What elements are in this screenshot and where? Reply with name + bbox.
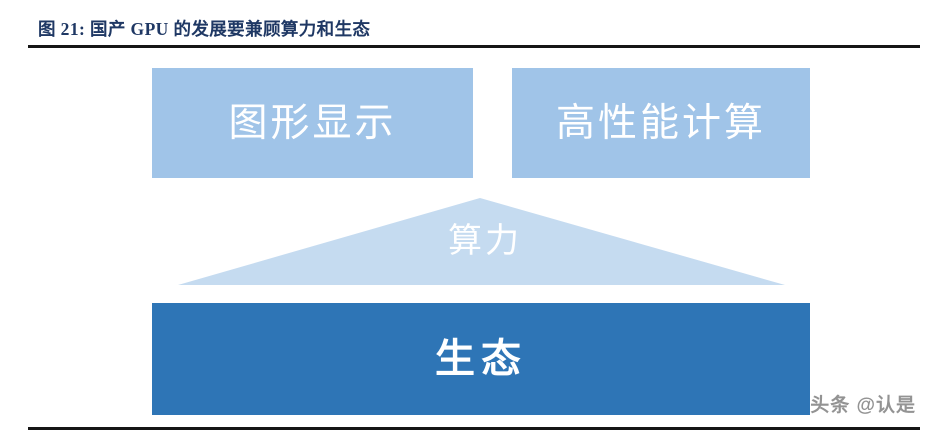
block-high-performance-computing[interactable]: 高性能计算 [512, 68, 810, 178]
block-high-performance-computing-label: 高性能计算 [555, 101, 766, 145]
block-graphics-display-label: 图形显示 [228, 101, 397, 145]
watermark-text: 头条 @认是 [810, 395, 916, 416]
block-ecosystem-label: 生态 [435, 337, 527, 381]
figure-title: 图 21: 国产 GPU 的发展要兼顾算力和生态 [38, 19, 371, 39]
figure-divider-bottom [28, 427, 920, 430]
watermark: 头条 @认是 [810, 396, 916, 415]
block-graphics-display[interactable]: 图形显示 [152, 68, 473, 178]
block-ecosystem[interactable]: 生态 [152, 303, 810, 415]
compute-triangle-label: 算力 [448, 222, 522, 260]
title-divider-top [28, 45, 920, 48]
